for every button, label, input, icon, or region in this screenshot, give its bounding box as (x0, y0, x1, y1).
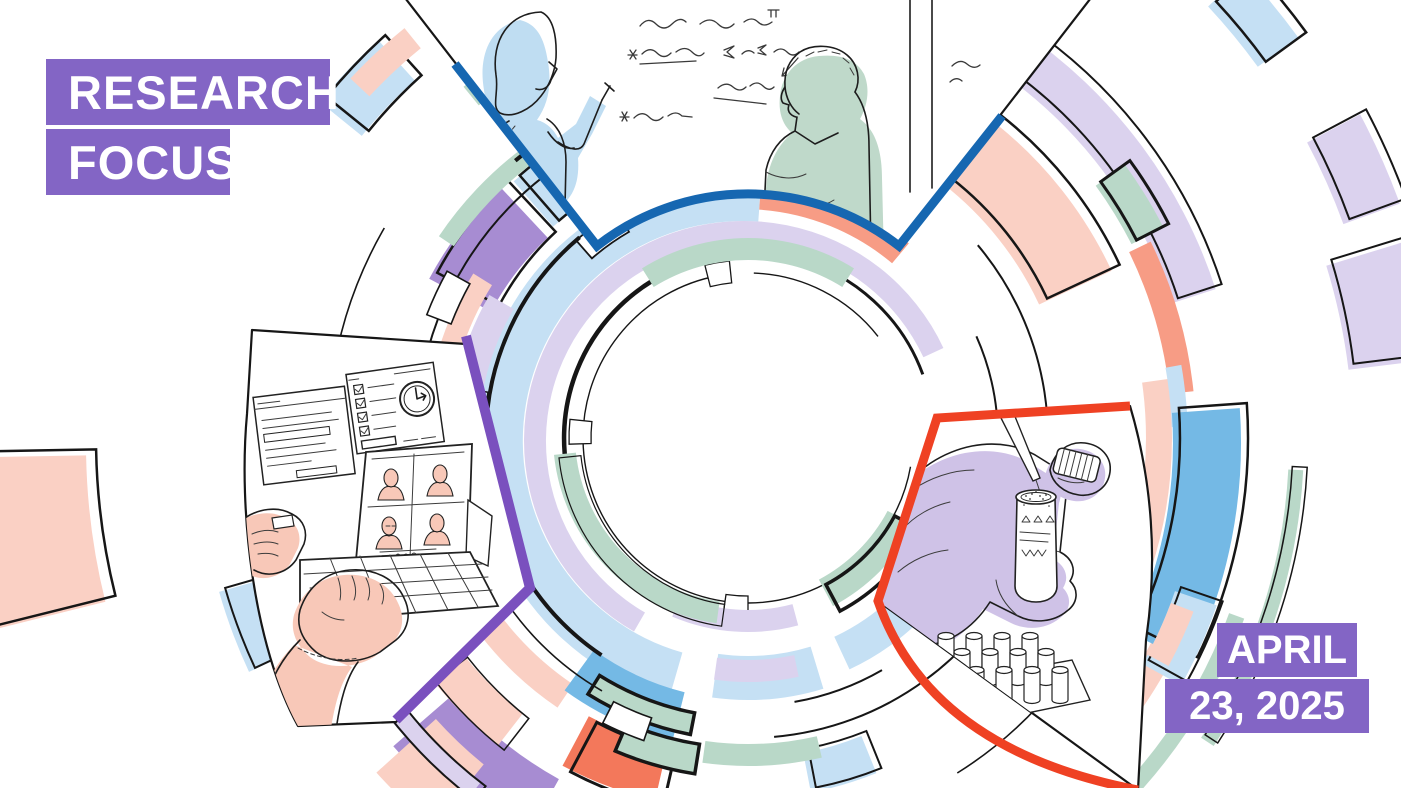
ring-segment (1134, 401, 1250, 659)
ring-segment (425, 270, 471, 326)
ring-segment (714, 655, 799, 682)
ring-segment (325, 33, 424, 133)
laptop-video-grid (355, 443, 493, 568)
ring-segment (642, 237, 854, 287)
ring-segment (429, 652, 523, 746)
ring-segment (943, 120, 1112, 305)
ring-segment (818, 510, 915, 607)
checklist-window-icon (345, 361, 446, 455)
ring-segment (1095, 164, 1164, 245)
accent-arc-blue (451, 61, 1006, 253)
ring-segment (568, 418, 593, 445)
small-vial-icon (967, 665, 985, 705)
ring-segment (794, 669, 883, 703)
accent-arc-purple (392, 334, 536, 724)
ring-segment (994, 30, 1216, 304)
ring-segment (975, 335, 998, 413)
small-vial-icon (1023, 665, 1041, 705)
ring-segment (1165, 364, 1188, 428)
ring-segment (1122, 613, 1245, 788)
title-badge-line2: FOCUS (46, 129, 237, 195)
ring-segment (1307, 114, 1400, 225)
ring-segment (759, 183, 909, 264)
ring-segment (1214, 0, 1308, 64)
ring-segment (803, 736, 877, 788)
form-window-icon (252, 385, 356, 486)
ring-segment (601, 700, 653, 742)
ring-segment (434, 656, 530, 752)
ring-segment (1147, 603, 1194, 666)
ring-segment (588, 675, 695, 735)
scene-lab-pipetting (878, 413, 1111, 733)
ring-segment (704, 260, 733, 288)
ring-segment (568, 720, 678, 788)
date-badge-line2: 23, 2025 (1165, 679, 1369, 733)
ring-segment (1201, 469, 1304, 746)
ring-segment (1098, 158, 1171, 243)
ring-segment (350, 28, 421, 97)
ring-segment (753, 272, 879, 337)
small-vial-icon (1051, 665, 1069, 705)
accent-arc-red (873, 401, 1139, 788)
title-badge-line1: RESEARCH (46, 59, 339, 125)
ring-segment (475, 173, 762, 699)
ring-segment (1330, 237, 1401, 365)
ring-segment (1326, 242, 1401, 370)
ring-segment (823, 513, 924, 614)
ring-segment (0, 448, 117, 626)
scene-video-call (244, 361, 500, 726)
date-badge-line1: APRIL (1217, 623, 1357, 677)
ring-segment (558, 454, 726, 627)
ring-segment (1208, 0, 1299, 67)
vial-icon (1014, 489, 1058, 603)
ring-segment (1311, 108, 1401, 221)
vial-cap-icon (1052, 447, 1101, 483)
ring-segment (554, 452, 720, 624)
ring-segment (702, 736, 822, 766)
ring-segment (1129, 241, 1194, 394)
right-hand-icon (256, 569, 409, 726)
ring-segment (0, 455, 106, 628)
whiteboard-frame (909, 0, 933, 193)
specks (1023, 491, 1050, 507)
